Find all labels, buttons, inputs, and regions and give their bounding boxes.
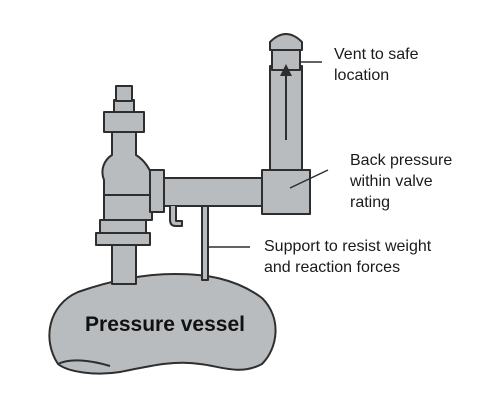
vent-label-line-2: location (334, 67, 390, 84)
valve-outlet-flange (149, 169, 165, 213)
vent-rain-cap (269, 33, 303, 51)
vent-label-line-1: Vent to safe (334, 46, 419, 63)
nozzle-flange (95, 232, 151, 246)
back-pressure-label: Back pressure within valve rating (350, 150, 452, 213)
valve-inlet-flange (99, 219, 147, 234)
elbow-fitting (261, 169, 311, 215)
support-label-line-2: and reaction forces (264, 259, 401, 276)
vessel-nozzle (111, 243, 137, 285)
back-pressure-label-line-2: within valve (350, 173, 433, 190)
discharge-pipe-horizontal (163, 177, 267, 207)
relief-valve-body (101, 131, 153, 221)
pressure-vessel-label: Pressure vessel (85, 313, 245, 336)
vent-label: Vent to safe location (334, 44, 419, 86)
valve-cap-top (115, 85, 133, 102)
support-label-line-1: Support to resist weight (264, 238, 432, 255)
vessel-rim-curl (57, 359, 111, 367)
support-label: Support to resist weight and reaction fo… (264, 236, 431, 278)
drain-hook (169, 206, 183, 227)
back-pressure-leader-line (289, 169, 329, 189)
pressure-vessel (48, 273, 277, 375)
support-post (201, 205, 209, 281)
back-pressure-label-line-3: rating (350, 194, 391, 211)
back-pressure-label-line-1: Back pressure (350, 152, 453, 169)
valve-bonnet-cap (103, 111, 145, 133)
vent-flow-arrowhead (280, 64, 292, 76)
